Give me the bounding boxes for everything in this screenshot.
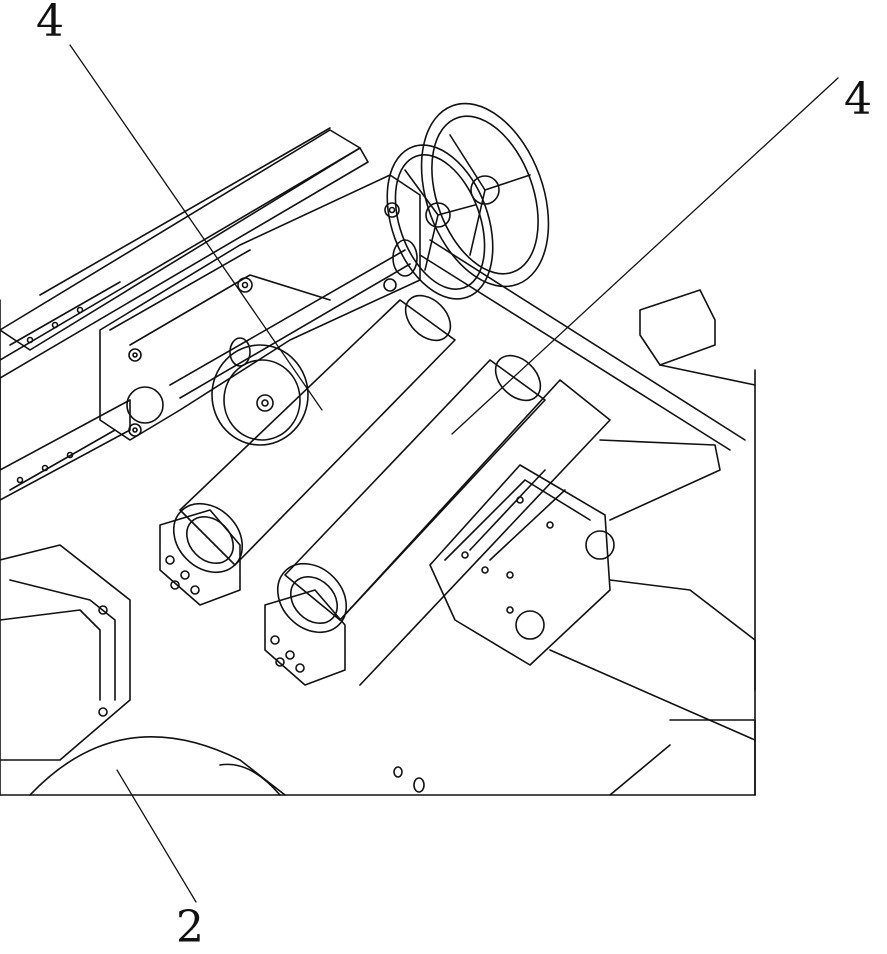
motor-housing — [0, 544, 286, 796]
leader-lines — [69, 44, 839, 903]
cylinder-block — [429, 439, 721, 666]
callout-label-upper-right: 4 — [844, 74, 872, 125]
tie-rod — [169, 239, 418, 446]
callout-label-upper-left: 4 — [36, 0, 64, 47]
swing-plate — [99, 174, 421, 441]
right-frame — [419, 239, 756, 796]
handwheels — [386, 102, 550, 300]
bolt-holes — [393, 766, 425, 793]
callout-label-bottom: 2 — [176, 902, 204, 953]
roller-upper — [159, 294, 456, 606]
roller-lower — [264, 354, 611, 686]
